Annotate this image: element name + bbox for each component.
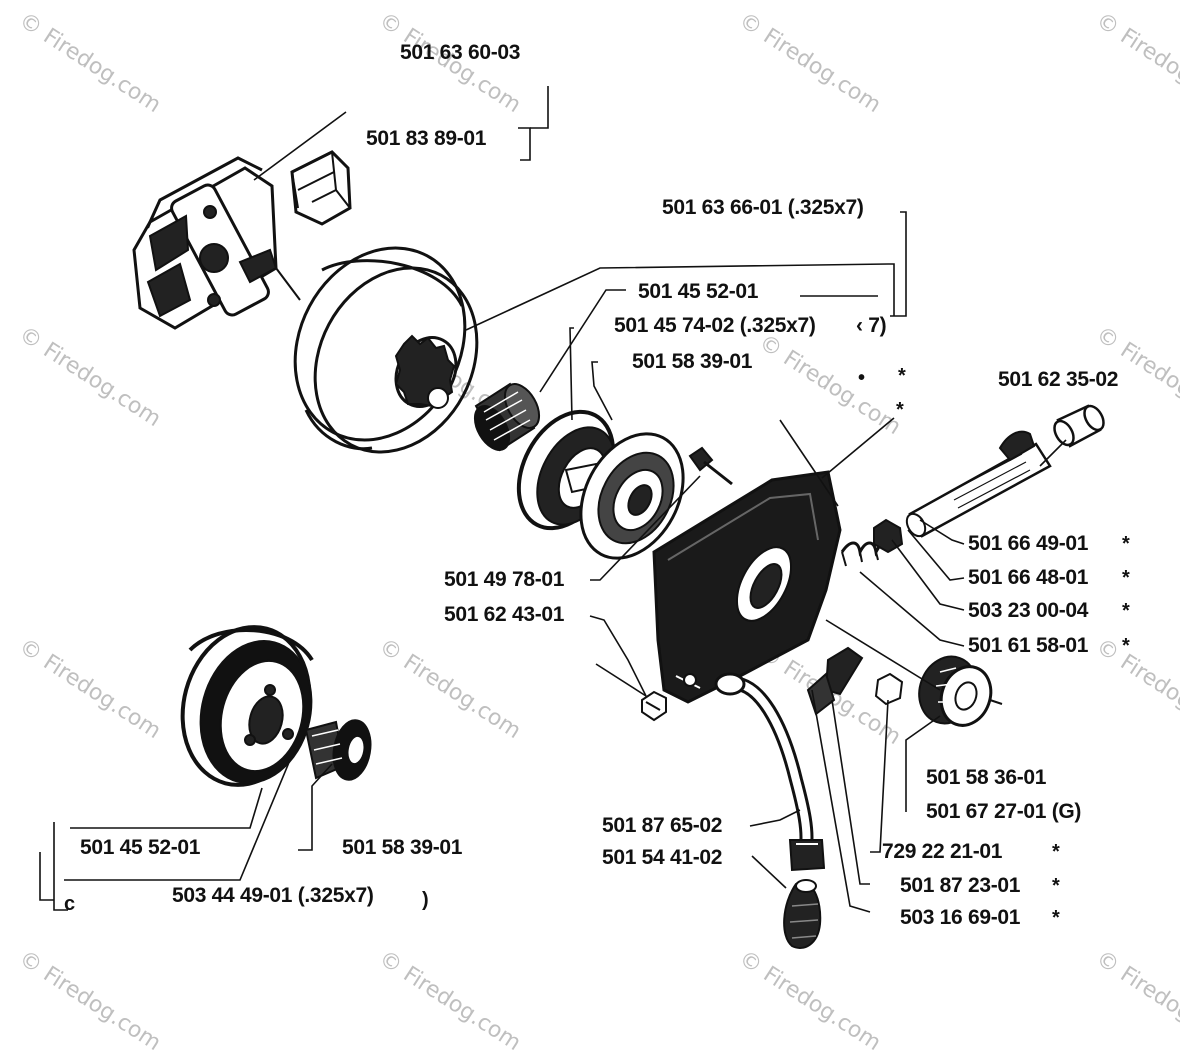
label-worm-gear-g: 501 67 27-01 (G) [926, 800, 1082, 823]
label-pump-cap: 501 62 35-02 [998, 368, 1119, 391]
pump-cap-part [1053, 404, 1105, 448]
label-pump-sleeve: 501 66 48-01 [968, 566, 1089, 589]
screw-part [688, 446, 733, 486]
spring-part [840, 518, 904, 567]
asterisk-mark: * [1122, 600, 1130, 622]
label-worm-gear: 501 58 36-01 [926, 766, 1047, 789]
label-part-503-16: 503 16 69-01 [900, 906, 1021, 929]
clutch-assembly-part [132, 156, 301, 330]
exploded-view-drawing [39, 86, 1105, 949]
label-oil-hose: 501 87 65-02 [602, 814, 723, 837]
bullet-mark: • [858, 367, 866, 389]
label-clutch-shoes: 501 83 89-01 [366, 127, 487, 150]
label-clutch-assembly: 501 63 60-03 [400, 41, 521, 64]
label-part-729: 729 22 21-01 [882, 840, 1003, 863]
nut-part [641, 690, 667, 722]
paren-mark: ) [422, 889, 429, 911]
clutch-shoe-part [290, 150, 352, 226]
label-needle-bearing-bottom: 501 45 52-01 [80, 836, 201, 859]
needle-bearing-part [473, 382, 541, 452]
clutch-drum-part [293, 246, 479, 454]
label-clutch-drum-top: 501 45 74-02 (.325x7) [614, 314, 816, 337]
asterisk-mark: * [1122, 635, 1130, 657]
label-part-501-87: 501 87 23-01 [900, 874, 1021, 897]
oil-pump-plate-part [652, 470, 842, 704]
asterisk-mark: * [1052, 841, 1060, 863]
label-pump-housing: 501 61 58-01 [968, 634, 1089, 657]
oil-hose-part [714, 672, 826, 872]
label-washer-bottom: 501 58 39-01 [342, 836, 463, 859]
asterisk-mark: * [1052, 907, 1060, 929]
washer-part [579, 432, 685, 560]
worm-gear-part [918, 655, 1003, 727]
label-pump-piston: 501 66 49-01 [968, 532, 1089, 555]
bottom-clutch-drum-part [180, 625, 314, 787]
label-screw: 501 49 78-01 [444, 568, 565, 591]
letter-c-mark: c [64, 893, 76, 915]
label-drum-bottom: 503 44 49-01 (.325x7) [172, 884, 374, 907]
label-drum-assembly: 501 63 66-01 (.325x7) [662, 196, 864, 219]
label-paren-fragment: ‹ 7) [856, 314, 887, 337]
label-nut: 501 62 43-01 [444, 603, 565, 626]
asterisk-mark: * [898, 365, 906, 387]
label-spring: 503 23 00-04 [968, 599, 1089, 622]
asterisk-mark: * [1052, 875, 1060, 897]
label-needle-bearing-top: 501 45 52-01 [638, 280, 759, 303]
asterisk-mark: * [896, 399, 904, 421]
asterisk-mark: * [1122, 567, 1130, 589]
bottom-washer-part [304, 719, 372, 781]
label-washer-top: 501 58 39-01 [632, 350, 753, 373]
oil-filter-part [783, 879, 822, 949]
asterisk-mark: * [1122, 533, 1130, 555]
label-oil-filter: 501 54 41-02 [602, 846, 723, 869]
parts-diagram: © Firedog.com © Firedog.com © Firedog.co… [14, 8, 1180, 1056]
